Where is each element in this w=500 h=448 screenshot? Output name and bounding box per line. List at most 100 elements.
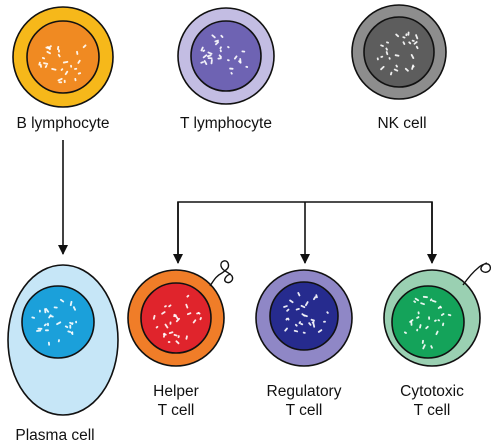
chromatin-speck (310, 318, 315, 322)
chromatin-speck (186, 312, 192, 316)
helper-t-cell-label: Helper T cell (153, 383, 199, 419)
chromatin-speck (441, 322, 445, 327)
chromatin-speck (202, 49, 206, 52)
chromatin-speck (39, 63, 42, 68)
chromatin-speck (37, 327, 43, 330)
chromatin-speck (77, 59, 81, 64)
chromatin-speck (36, 329, 42, 332)
chromatin-speck (416, 328, 419, 332)
chromatin-speck (227, 59, 230, 62)
chromatin-speck (152, 314, 156, 320)
chromatin-speck (31, 316, 35, 319)
chromatin-speck (69, 324, 72, 329)
chromatin-speck (289, 299, 294, 304)
chromatin-speck (48, 314, 52, 319)
chromatin-speck (47, 341, 51, 346)
regulatory-t-cell (255, 269, 353, 367)
chromatin-speck (376, 57, 379, 61)
chromatin-speck (207, 51, 213, 55)
chromatin-speck (43, 323, 47, 327)
chromatin-speck (162, 332, 166, 338)
plasma-cell-nucleus (21, 285, 95, 359)
chromatin-speck (415, 45, 419, 50)
chromatin-speck (77, 72, 82, 75)
chromatin-speck (58, 81, 63, 84)
chromatin-speck (45, 308, 50, 313)
chromatin-speck (59, 298, 65, 303)
chromatin-speck (326, 311, 329, 314)
chromatin-speck (185, 303, 189, 309)
chromatin-speck (297, 292, 301, 297)
chromatin-speck (186, 294, 190, 298)
chromatin-speck (219, 46, 222, 50)
chromatin-speck (385, 51, 389, 56)
chromatin-speck (192, 319, 197, 324)
chromatin-speck (429, 298, 433, 302)
chromatin-speck (410, 53, 415, 60)
chromatin-speck (47, 322, 49, 327)
chromatin-speck (388, 57, 391, 60)
chromatin-speck (389, 71, 393, 76)
chromatin-speck (285, 317, 288, 321)
chromatin-speck (220, 34, 224, 39)
chromatin-speck (218, 54, 222, 58)
chromatin-speck (214, 41, 220, 46)
helper-t-cell-projection (209, 260, 234, 287)
chromatin-speck (56, 321, 62, 326)
chromatin-speck (380, 65, 385, 71)
chromatin-speck (395, 33, 400, 38)
chromatin-pattern (376, 31, 419, 76)
chromatin-speck (43, 62, 49, 65)
chromatin-speck (72, 306, 77, 311)
chromatin-speck (394, 54, 400, 57)
chromatin-speck (76, 50, 79, 55)
chromatin-speck (403, 331, 407, 334)
chromatin-speck (410, 320, 413, 326)
chromatin-speck (155, 325, 159, 329)
chromatin-speck (413, 41, 418, 45)
regulatory-t-cell-label: Regulatory T cell (266, 383, 342, 419)
chromatin-speck (393, 68, 399, 72)
chromatin-speck (283, 305, 288, 308)
chromatin-speck (386, 41, 390, 44)
chromatin-speck (422, 295, 428, 299)
chromatin-pattern (31, 298, 78, 346)
chromatin-speck (167, 341, 171, 343)
chromatin-speck (230, 72, 233, 75)
chromatin-speck (415, 34, 419, 40)
chromatin-speck (169, 321, 172, 325)
chromatin-speck (206, 54, 212, 58)
chromatin-speck (82, 44, 87, 49)
b-lymphocyte-label: B lymphocyte (16, 115, 110, 132)
chromatin-speck (57, 339, 60, 343)
chromatin-speck (64, 70, 69, 76)
chromatin-speck (421, 339, 424, 344)
chromatin-speck (60, 68, 64, 71)
plasma-cell-label: Plasma cell (15, 427, 95, 444)
chromatin-speck (44, 308, 47, 314)
chromatin-speck (38, 61, 41, 66)
chromatin-speck (323, 320, 326, 323)
chromatin-speck (64, 325, 69, 329)
chromatin-speck (185, 335, 188, 340)
chromatin-speck (51, 67, 57, 71)
chromatin-speck (413, 300, 417, 303)
chromatin-speck (315, 294, 318, 299)
chromatin-speck (312, 322, 316, 328)
plasma-cell (7, 264, 119, 416)
chromatin-speck (202, 54, 208, 59)
chromatin-speck (173, 313, 177, 317)
chromatin-speck (407, 31, 410, 36)
chromatin-speck (408, 41, 412, 45)
chromatin-speck (58, 49, 60, 53)
chromatin-speck (428, 316, 431, 320)
chromatin-pattern (283, 292, 329, 334)
chromatin-speck (69, 321, 73, 325)
chromatin-speck (293, 329, 299, 333)
chromatin-speck (440, 313, 445, 316)
chromatin-speck (46, 50, 51, 55)
chromatin-speck (53, 306, 58, 309)
chromatin-speck (286, 308, 290, 312)
chromatin-speck (284, 327, 288, 332)
